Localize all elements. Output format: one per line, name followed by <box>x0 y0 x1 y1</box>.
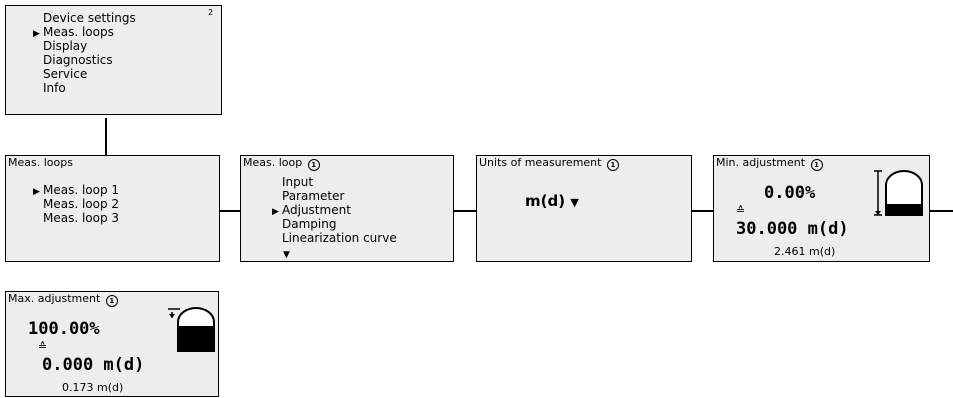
connector-menu-to-loops <box>105 118 107 155</box>
screen-title: Units of measurement 1 <box>479 157 619 171</box>
triangle-right-icon: ▶ <box>33 187 40 197</box>
unit-select[interactable]: m(d) ▼ <box>525 193 579 211</box>
level-value[interactable]: 30.000 m(d) <box>736 219 849 239</box>
screen-title: Meas. loops <box>8 156 73 169</box>
screen-title-text: Min. adjustment <box>716 156 806 169</box>
circled-number-icon: 1 <box>606 159 619 171</box>
loop-item-3[interactable]: Meas. loop 3 <box>33 212 119 224</box>
loop-menu-label: Parameter <box>282 189 345 203</box>
loop-menu-item-linearization[interactable]: Linearization curve <box>272 232 397 244</box>
triangle-right-icon: ▶ <box>272 207 279 217</box>
loop-menu-label: Adjustment <box>282 203 351 217</box>
screen-title-text: Max. adjustment <box>8 292 101 305</box>
circled-number-icon: 1 <box>307 159 320 171</box>
menu-item-label: Meas. loops <box>43 25 114 39</box>
meas-loop-screen: Meas. loop 1 Input Parameter ▶Adjustment… <box>240 155 454 262</box>
connector-units-to-min <box>692 210 713 212</box>
screen-title: Max. adjustment 1 <box>8 293 118 307</box>
tank-empty-icon <box>874 170 923 216</box>
equals-symbol: ≙ <box>38 340 48 353</box>
menu-item-meas-loops[interactable]: ▶Meas. loops <box>33 26 114 40</box>
menu-item-label: Info <box>43 81 66 95</box>
loop-item-label: Meas. loop 2 <box>43 197 120 211</box>
meas-loops-screen: Meas. loops ▶Meas. loop 1 Meas. loop 2 M… <box>5 155 220 262</box>
menu-item-label: Service <box>43 67 88 81</box>
screen-title-text: Units of measurement <box>479 156 602 169</box>
menu-item-label: Diagnostics <box>43 53 113 67</box>
equals-symbol: ≙ <box>736 204 746 217</box>
loop-menu-item-input[interactable]: Input <box>272 176 313 188</box>
triangle-right-icon: ▶ <box>33 29 40 39</box>
connector-loop-to-units <box>454 210 476 212</box>
loop-item-label: Meas. loop 1 <box>43 183 120 197</box>
current-measured-value: 0.173 m(d) <box>62 381 124 394</box>
loop-item-label: Meas. loop 3 <box>43 211 120 225</box>
screen-title: Meas. loop 1 <box>243 157 320 171</box>
loop-menu-item-damping[interactable]: Damping <box>272 218 336 230</box>
menu-item-info[interactable]: Info <box>33 82 66 94</box>
menu-item-device-settings[interactable]: Device settings <box>33 12 136 24</box>
loop-item-2[interactable]: Meas. loop 2 <box>33 198 119 210</box>
menu-item-service[interactable]: Service <box>33 68 87 80</box>
connector-loops-to-loop <box>220 210 240 212</box>
level-value[interactable]: 0.000 m(d) <box>42 355 145 375</box>
page-number: 2 <box>208 8 214 17</box>
menu-item-label: Device settings <box>43 11 136 25</box>
current-measured-value: 2.461 m(d) <box>774 245 836 258</box>
triangle-down-icon: ▼ <box>570 196 579 209</box>
triangle-down-icon[interactable]: ▼ <box>283 250 290 260</box>
circled-number-icon: 1 <box>105 295 118 307</box>
connector-min-to-next <box>930 210 953 212</box>
menu-item-display[interactable]: Display <box>33 40 87 52</box>
loop-menu-item-adjustment[interactable]: ▶Adjustment <box>272 204 351 218</box>
menu-item-diagnostics[interactable]: Diagnostics <box>33 54 113 66</box>
percent-value[interactable]: 0.00% <box>764 183 816 203</box>
loop-item-1[interactable]: ▶Meas. loop 1 <box>33 184 119 198</box>
unit-value: m(d) <box>525 192 566 210</box>
tank-full-icon <box>168 307 215 352</box>
menu-item-label: Display <box>43 39 88 53</box>
circled-number-icon: 1 <box>810 159 823 171</box>
main-menu-screen: 2 Device settings ▶Meas. loops Display D… <box>5 5 222 115</box>
units-screen: Units of measurement 1 m(d) ▼ <box>476 155 692 262</box>
loop-menu-label: Damping <box>282 217 337 231</box>
loop-menu-label: Linearization curve <box>282 231 397 245</box>
loop-menu-item-parameter[interactable]: Parameter <box>272 190 344 202</box>
loop-menu-label: Input <box>282 175 314 189</box>
percent-value[interactable]: 100.00% <box>28 319 100 339</box>
screen-title: Min. adjustment 1 <box>716 157 823 171</box>
min-adjustment-screen: Min. adjustment 1 0.00% ≙ 30.000 m(d) 2.… <box>713 155 930 262</box>
max-adjustment-screen: Max. adjustment 1 100.00% ≙ 0.000 m(d) 0… <box>5 291 219 397</box>
screen-title-text: Meas. loop <box>243 156 303 169</box>
